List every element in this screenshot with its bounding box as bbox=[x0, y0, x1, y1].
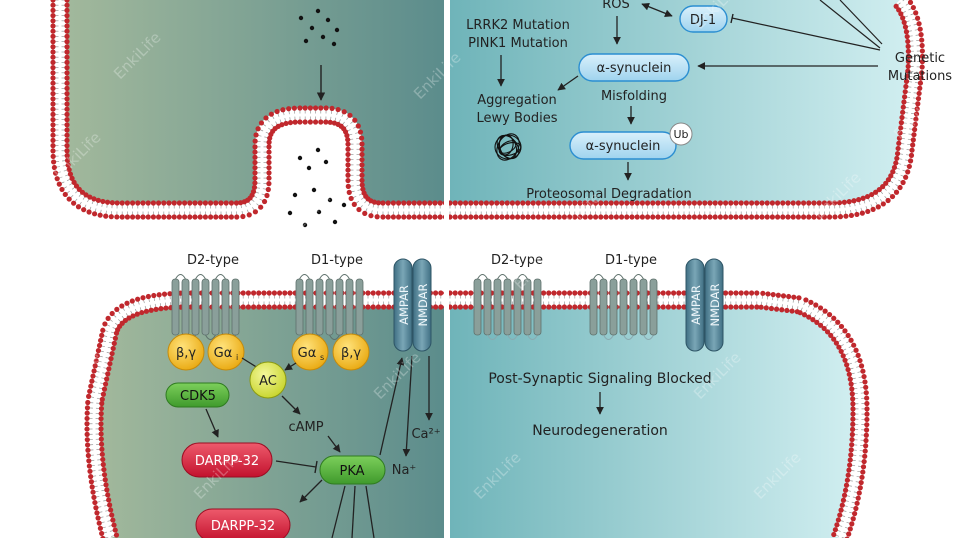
ac-label: AC bbox=[259, 374, 277, 389]
beta-gamma-label-2: β,γ bbox=[341, 346, 361, 361]
right-presynaptic-cell bbox=[450, 0, 916, 210]
neurodegeneration-label: Neurodegeneration bbox=[532, 423, 668, 439]
d1-receptor-left bbox=[295, 274, 364, 340]
g-alpha-s-subscript: s bbox=[320, 353, 324, 362]
panel-divider bbox=[444, 0, 449, 538]
lrrk2-label: LRRK2 Mutation bbox=[466, 18, 570, 33]
lewy-bodies-label: Lewy Bodies bbox=[477, 111, 558, 126]
d2-receptor-left bbox=[171, 274, 240, 340]
g-alpha-s-subunit bbox=[291, 333, 329, 371]
dopamine-vesicle-dots-top bbox=[298, 8, 340, 47]
aggregation-label: Aggregation bbox=[477, 93, 557, 108]
pka-to-ampar-arrow bbox=[379, 357, 405, 456]
left-presynaptic-cell bbox=[60, 0, 446, 210]
cdk5-to-darpp-arrow bbox=[205, 408, 219, 438]
nmdar-channel-left bbox=[412, 258, 432, 352]
darpp32-label-2: DARPP-32 bbox=[211, 519, 275, 534]
g-alpha-i-subunit bbox=[207, 333, 245, 371]
ampar-nmdar-right: AMPAR NMDAR bbox=[685, 258, 724, 352]
dj1-inhibit-bar bbox=[730, 13, 734, 24]
pink1-label: PINK1 Mutation bbox=[468, 36, 568, 51]
beta-gamma-label-1: β,γ bbox=[176, 346, 196, 361]
dj1-node bbox=[679, 5, 728, 33]
ac-to-camp-arrow bbox=[281, 395, 301, 415]
pka-downstream-line-2 bbox=[351, 485, 356, 538]
membranes bbox=[50, 0, 926, 538]
ub-label: Ub bbox=[673, 128, 688, 141]
right-postsynaptic-cell bbox=[450, 300, 860, 538]
pka-label: PKA bbox=[339, 464, 364, 479]
g-alpha-i-label: Gα bbox=[214, 346, 233, 361]
synuclein-to-aggregation-arrow bbox=[557, 75, 579, 91]
genetic-line-2 bbox=[839, 0, 883, 45]
cdk5-node bbox=[165, 382, 230, 408]
alpha-synuclein-node-bottom bbox=[569, 131, 677, 160]
gs-activates-ac-arrow bbox=[284, 362, 297, 371]
beta-gamma-subunit-d1 bbox=[332, 333, 370, 371]
d1-type-label-left: D1-type bbox=[311, 253, 363, 268]
darpp-inhibits-pka-line bbox=[275, 460, 317, 468]
pka-node bbox=[319, 455, 386, 485]
ampar-nmdar-left: AMPAR NMDAR bbox=[393, 258, 432, 352]
misfolding-label: Misfolding bbox=[601, 89, 667, 104]
genetic-label: Genetic bbox=[895, 51, 945, 66]
receptors bbox=[171, 274, 658, 340]
blocked-label: Post-Synaptic Signaling Blocked bbox=[488, 371, 711, 387]
alpha-synuclein-node-top bbox=[578, 53, 690, 82]
alpha-synuclein-bottom-label: α-synuclein bbox=[586, 139, 661, 154]
g-alpha-s-label: Gα bbox=[298, 346, 317, 361]
dj1-label: DJ-1 bbox=[690, 13, 716, 28]
nmdar-label-right: NMDAR bbox=[708, 283, 722, 326]
pka-downstream-line-3 bbox=[365, 485, 375, 538]
na-influx-arrow bbox=[402, 355, 413, 457]
left-presynaptic-membrane bbox=[50, 0, 448, 220]
adenylyl-cyclase-node bbox=[249, 361, 287, 399]
ca-label: Ca²⁺ bbox=[411, 427, 440, 442]
ampar-label-left: AMPAR bbox=[397, 285, 411, 325]
gi-inhibits-ac-line bbox=[241, 357, 259, 369]
alpha-synuclein-top-label: α-synuclein bbox=[597, 61, 672, 76]
d1-type-label-right: D1-type bbox=[605, 253, 657, 268]
darpp-inhibits-pka-bar bbox=[314, 460, 318, 474]
genetic-line-1 bbox=[819, 0, 881, 49]
beta-gamma-subunit-d2 bbox=[167, 333, 205, 371]
lewy-body-tangle-icon bbox=[494, 133, 522, 161]
dopamine-vesicle-dots-cleft bbox=[287, 147, 347, 228]
darpp32-node-1 bbox=[181, 442, 273, 478]
d2-receptor-right bbox=[473, 274, 542, 340]
left-postsynaptic-membrane bbox=[84, 290, 449, 538]
na-label: Na⁺ bbox=[392, 463, 417, 478]
watermark-text: EnkiLife bbox=[870, 258, 924, 312]
ros-label: ROS bbox=[602, 0, 630, 12]
watermark-text: EnkiLife bbox=[910, 328, 964, 382]
ampar-channel-left bbox=[393, 258, 413, 352]
nmdar-label-left: NMDAR bbox=[416, 283, 430, 326]
ros-dj1-arrow bbox=[641, 2, 673, 18]
darpp32-node-2 bbox=[195, 508, 291, 538]
ampar-channel-right bbox=[685, 258, 705, 352]
mutations-label: Mutations bbox=[888, 69, 952, 84]
pka-to-darpp2-arrow bbox=[299, 479, 323, 503]
d2-type-label-right: D2-type bbox=[491, 253, 543, 268]
darpp32-label-1: DARPP-32 bbox=[195, 454, 259, 469]
d1-receptor-right bbox=[589, 274, 658, 340]
proteosomal-label: Proteosomal Degradation bbox=[526, 187, 691, 202]
camp-to-pka-arrow bbox=[327, 435, 341, 453]
nmdar-channel-right bbox=[704, 258, 724, 352]
camp-label: cAMP bbox=[288, 420, 323, 435]
g-alpha-i-subscript: i bbox=[236, 353, 238, 362]
ubiquitin-tag bbox=[669, 122, 693, 146]
d2-type-label-left: D2-type bbox=[187, 253, 239, 268]
left-postsynaptic-cell bbox=[94, 300, 446, 538]
right-presynaptic-membrane bbox=[447, 0, 926, 220]
pka-downstream-line-1 bbox=[331, 485, 346, 538]
ampar-label-right: AMPAR bbox=[689, 285, 703, 325]
cdk5-label: CDK5 bbox=[180, 389, 216, 404]
dj1-inhibit-line bbox=[731, 17, 881, 51]
